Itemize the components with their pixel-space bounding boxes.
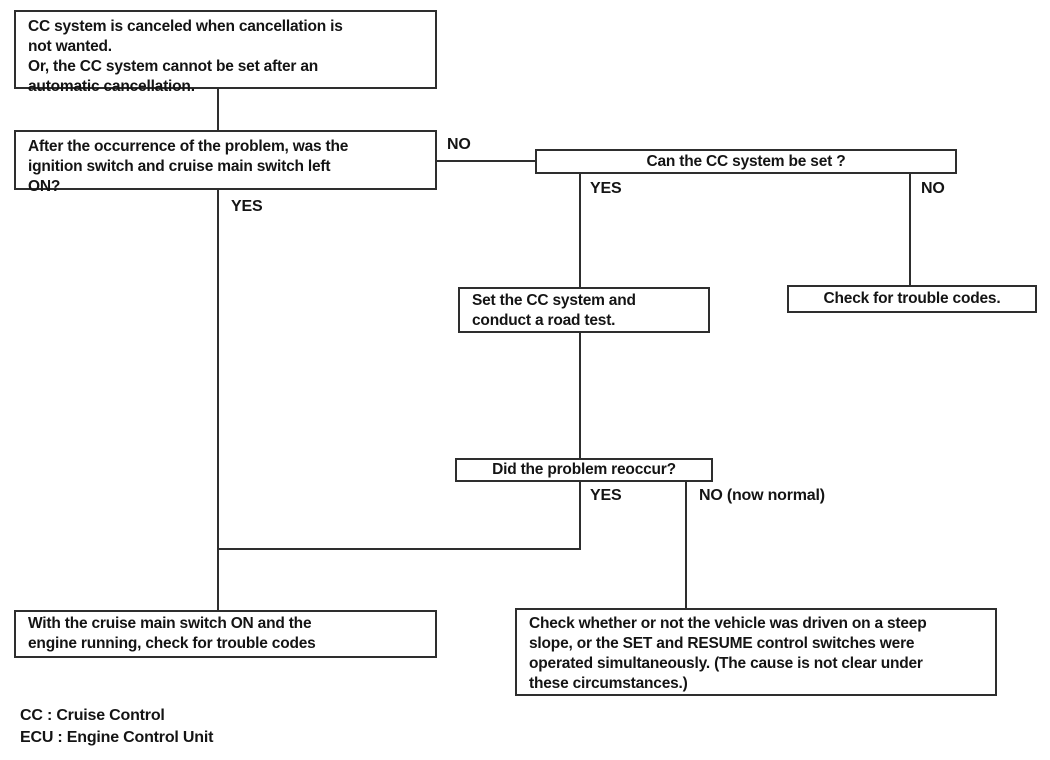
abbreviation-legend: CC : Cruise Control ECU : Engine Control…: [20, 705, 213, 749]
connector-problem-to-question: [217, 89, 219, 130]
flow-box-check-trouble-codes: Check for trouble codes.: [787, 285, 1037, 313]
flow-box-set-and-road-test: Set the CC system and conduct a road tes…: [458, 287, 710, 333]
connector-yes-down-left: [217, 190, 219, 610]
connector-reoccur-no-down: [685, 482, 687, 608]
connector-no-to-trouble-codes: [909, 174, 911, 285]
flow-box-check-steep-slope: Check whether or not the vehicle was dri…: [515, 608, 997, 696]
flow-box-check-codes-engine-running: With the cruise main switch ON and the e…: [14, 610, 437, 658]
flow-box-question-can-set: Can the CC system be set ?: [535, 149, 957, 174]
branch-label-yes-reoccur: YES: [590, 487, 622, 504]
connector-reoccur-yes-join: [217, 548, 581, 550]
connector-yes-to-road-test: [579, 174, 581, 287]
connector-reoccur-yes-down: [579, 482, 581, 550]
connector-no-to-can-set: [437, 160, 535, 162]
legend-line-cc: CC : Cruise Control: [20, 707, 165, 724]
branch-label-no-switch-on: NO: [447, 136, 471, 153]
legend-line-ecu: ECU : Engine Control Unit: [20, 729, 214, 746]
branch-label-yes-switch-on: YES: [231, 198, 263, 215]
connector-road-test-to-reoccur: [579, 333, 581, 458]
branch-label-no-now-normal: NO (now normal): [699, 487, 825, 504]
flow-box-question-reoccur: Did the problem reoccur?: [455, 458, 713, 482]
flow-box-problem-statement: CC system is canceled when cancellation …: [14, 10, 437, 95]
branch-label-yes-can-set: YES: [590, 180, 622, 197]
flow-box-question-switch-left-on: After the occurrence of the problem, was…: [14, 130, 437, 195]
branch-label-no-can-set: NO: [921, 180, 945, 197]
